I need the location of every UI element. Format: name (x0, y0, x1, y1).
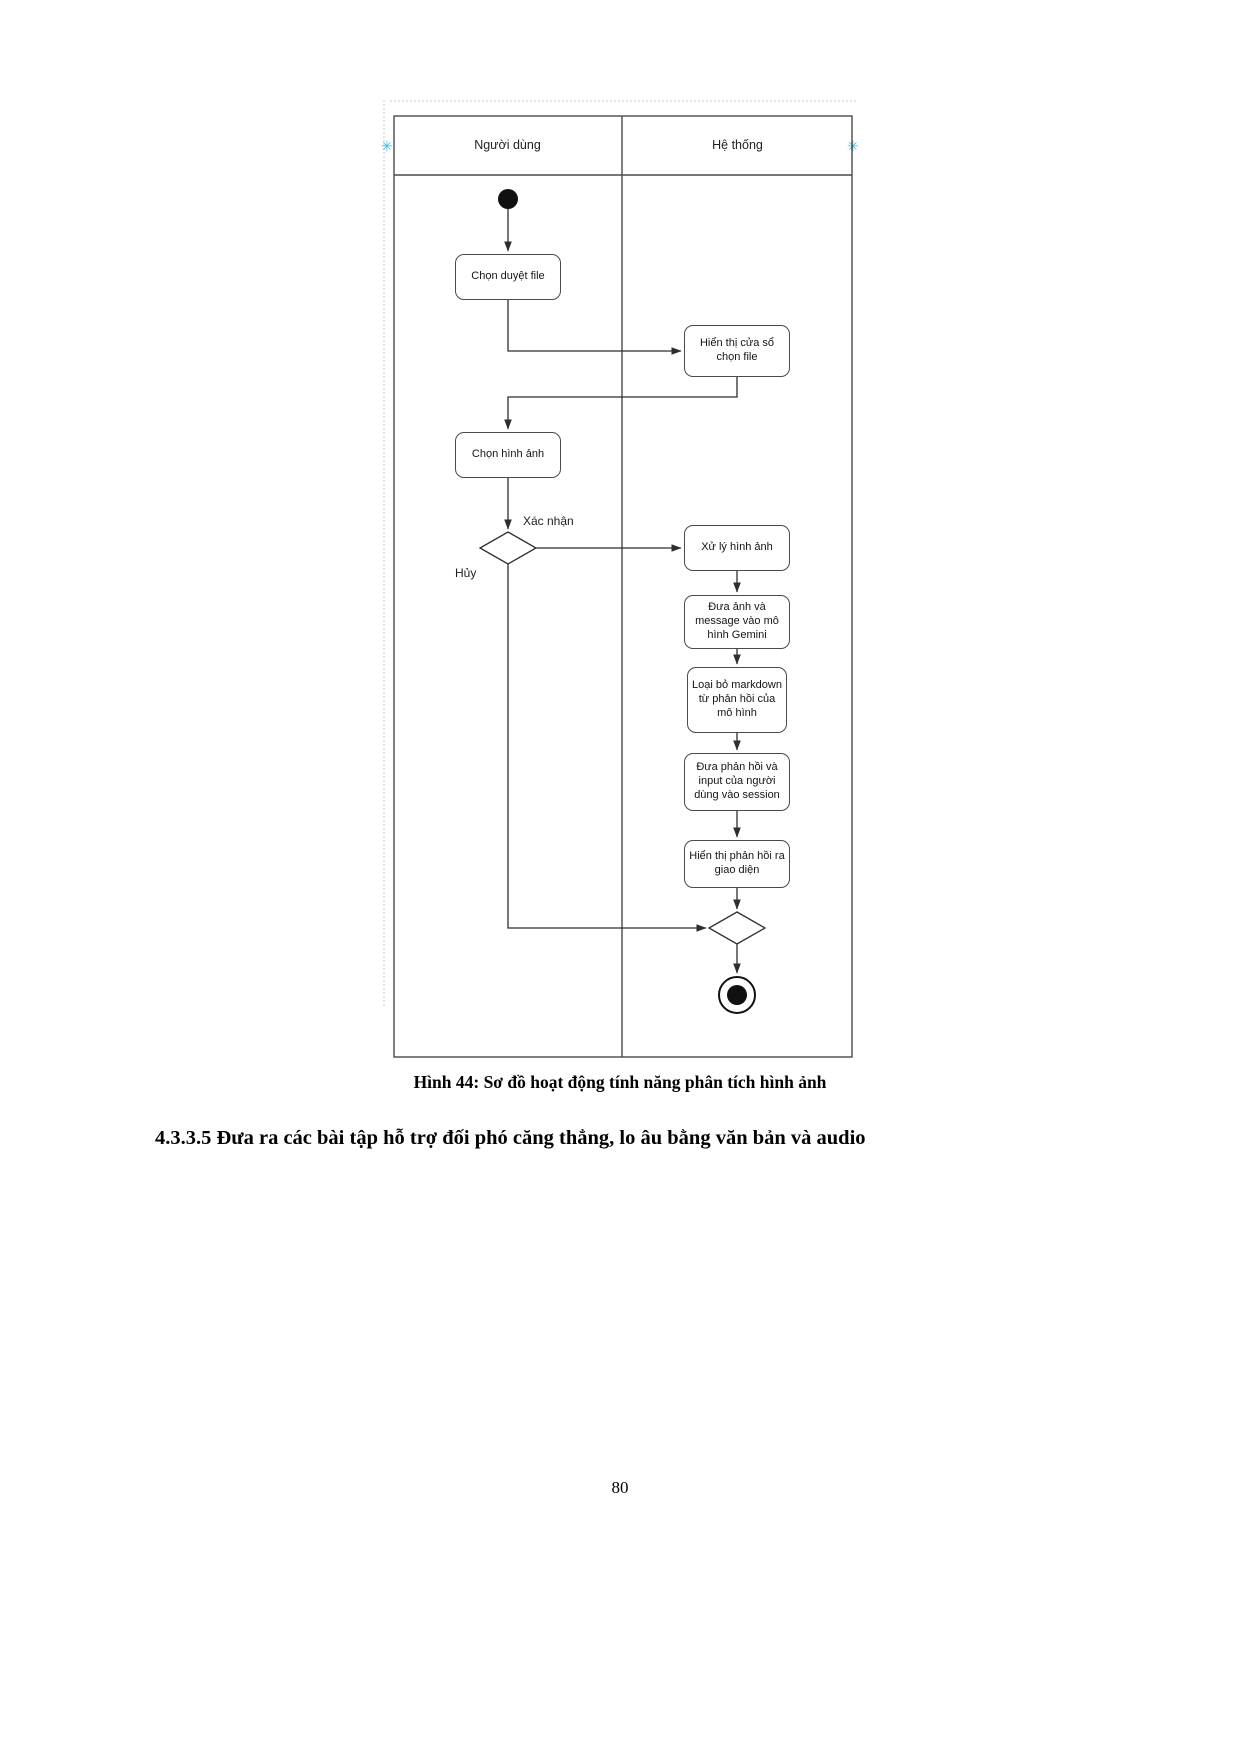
selection-handle-left-icon: ✳ (381, 138, 393, 154)
edge-label-xac-nhan: Xác nhận (523, 514, 574, 528)
figure-caption: Hình 44: Sơ đồ hoạt động tính năng phân … (413, 1072, 827, 1092)
diagram-shapes (393, 115, 853, 1058)
activity-dua-anh-message-gemini: Đưa ảnh và message vào mô hình Gemini (684, 595, 790, 649)
ruler-ticks-horizontal (390, 100, 856, 102)
activity-hien-thi-phan-hoi: Hiển thị phản hồi ra giao diện (684, 840, 790, 888)
end-node-inner (727, 985, 747, 1005)
activity-loai-bo-markdown: Loại bỏ markdown từ phản hồi của mô hình (687, 667, 787, 733)
edge-chon-duyet-to-hien-thi (507, 300, 682, 355)
lane-header-he-thong: Hệ thống (712, 138, 763, 152)
merge-diamond (707, 911, 767, 945)
activity-dua-phan-hoi-session: Đưa phản hồi và input của người dùng vào… (684, 753, 790, 811)
connectors (504, 209, 741, 974)
selection-handle-right-icon: ✳ (847, 138, 859, 154)
start-node (498, 189, 518, 209)
section-heading: 4.3.3.5 Đưa ra các bài tập hỗ trợ đối ph… (155, 1127, 866, 1149)
lane-header-nguoi-dung: Người dùng (474, 138, 541, 152)
decision-diamond (478, 531, 538, 565)
activity-chon-hinh-anh: Chọn hình ảnh (455, 432, 561, 478)
activity-hien-thi-cua-so-chon-file: Hiển thị cửa sổ chọn file (684, 325, 790, 377)
activity-chon-duyet-file: Chọn duyệt file (455, 254, 561, 300)
edge-label-huy: Hủy (455, 566, 477, 580)
edge-hien-thi-to-chon-hinh (504, 377, 738, 430)
ruler-ticks-vertical (383, 100, 385, 1006)
activity-diagram: Người dùng Hệ thống Chọn duyệt file Hiển… (393, 115, 853, 1060)
activity-xu-ly-hinh-anh: Xử lý hình ảnh (684, 525, 790, 571)
edge-decision-cancel-to-merge (507, 564, 707, 932)
page-number: 80 (611, 1478, 629, 1497)
swimlane-frame (393, 115, 853, 1058)
